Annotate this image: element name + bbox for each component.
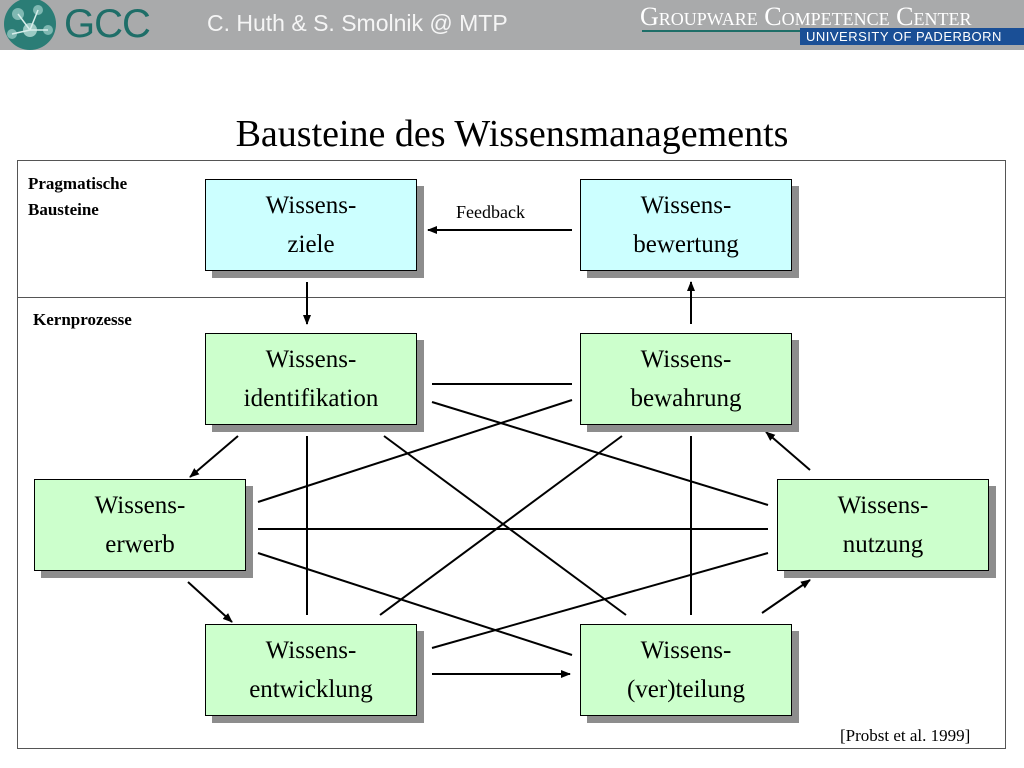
box-wissensidentifikation: Wissens-identifikation: [205, 333, 417, 425]
section-label-pragmatic-line2: Bausteine: [28, 200, 99, 219]
gcc-globe-logo-icon: [4, 0, 56, 50]
link-erwerb-verteilung: [257, 552, 573, 656]
link-bewahrung-entwicklung: [379, 435, 623, 616]
section-label-core: Kernprozesse: [33, 310, 132, 329]
arrow-erwerb-entwicklung: [187, 581, 233, 623]
box-line2: erwerb: [105, 531, 175, 558]
box-wissenserwerb: Wissens-erwerb: [34, 479, 246, 571]
arrow-nutzung-bewahrung: [765, 431, 811, 471]
header-banner: GCC C. Huth & S. Smolnik @ MTP Groupware…: [0, 0, 1024, 50]
box-line1: Wissens-: [265, 637, 357, 664]
feedback-label: Feedback: [456, 202, 525, 222]
box-line2: ziele: [287, 231, 335, 258]
box-wissensverteilung: Wissens- (ver)teilung: [580, 624, 792, 716]
gcc-logo-text: GCC: [64, 2, 151, 46]
header-accent-line: [642, 30, 800, 32]
arrow-verteilung-nutzung: [761, 579, 811, 614]
box-wissensnutzung: Wissens-nutzung: [777, 479, 989, 571]
box-line1: Wissens-: [837, 492, 929, 519]
link-identifikation-verteilung: [383, 435, 627, 616]
box-line1: Wissens-: [640, 637, 732, 664]
box-wissensbewahrung: Wissens-bewahrung: [580, 333, 792, 425]
university-bar: [800, 28, 1024, 45]
box-line1: Wissens-: [640, 346, 732, 373]
slide-title: Bausteine des Wissensmanagements: [235, 113, 789, 155]
university-name: UNIVERSITY OF PADERBORN: [806, 29, 1002, 44]
presenter-credit: C. Huth & S. Smolnik @ MTP: [207, 10, 508, 36]
arrow-identifikation-erwerb: [189, 435, 239, 478]
section-divider: [17, 297, 1006, 298]
box-line1: Wissens-: [94, 492, 186, 519]
link-erwerb-bewahrung: [257, 399, 573, 503]
box-line2: entwicklung: [249, 676, 373, 703]
section-label-pragmatic-line1: Pragmatische: [28, 174, 128, 193]
box-line2: bewertung: [633, 231, 739, 258]
box-line1: Wissens-: [265, 346, 357, 373]
box-line1: Wissens-: [265, 192, 357, 219]
box-line2: identifikation: [243, 385, 379, 412]
box-wissensentwicklung: Wissens-entwicklung: [205, 624, 417, 716]
box-wissensziele: Wissens-ziele: [205, 179, 417, 271]
box-line2: (ver)teilung: [626, 676, 745, 703]
diagram-frame: [17, 160, 1006, 749]
box-line1: Wissens-: [640, 192, 732, 219]
link-entwicklung-nutzung: [431, 552, 769, 649]
citation: [Probst et al. 1999]: [840, 726, 971, 745]
center-name: Groupware Competence Center: [640, 2, 972, 31]
box-line2: nutzung: [842, 531, 924, 558]
box-wissensbewertung: Wissens-bewertung: [580, 179, 792, 271]
box-line2: bewahrung: [630, 385, 742, 412]
section-label-pragmatic: Pragmatische Bausteine: [28, 171, 178, 223]
